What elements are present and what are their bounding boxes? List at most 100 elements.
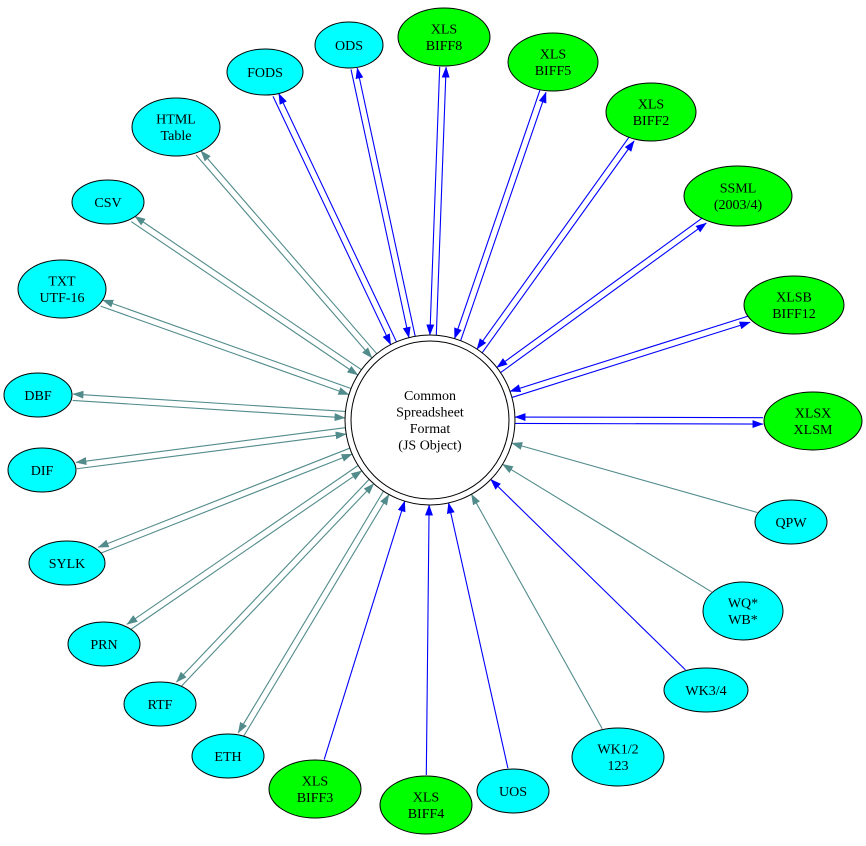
edge-prn-out <box>126 465 359 625</box>
edge-rtf-out <box>176 479 370 683</box>
edge-rtf-in <box>180 483 375 687</box>
node-xlsx-shape <box>763 391 863 451</box>
edge-xls-biff5-out <box>460 91 547 341</box>
node-dbf-shape <box>3 372 73 418</box>
label: QPW <box>775 516 807 531</box>
node-dif-shape <box>7 447 77 493</box>
node-rtf-shape <box>123 681 197 727</box>
edge-xlsx-out <box>514 420 764 429</box>
node-wk34-shape <box>663 667 749 713</box>
edge-wk34-in <box>490 479 686 671</box>
node-eth-shape <box>191 733 265 779</box>
node-xls-biff3-shape <box>268 759 362 819</box>
node-prn-shape <box>67 621 141 667</box>
edge-xls-biff4-in <box>425 504 433 776</box>
edge-uos-in <box>446 502 509 769</box>
edge-xls-biff2-in <box>476 136 630 350</box>
label: DIF <box>31 464 54 479</box>
edge-csv-in <box>130 221 359 376</box>
edge-ods-out <box>355 67 416 337</box>
node-dif: DIF <box>7 447 77 493</box>
edge-xlsb-out <box>511 321 751 398</box>
node-fods: FODS <box>226 48 304 96</box>
edge-xls-biff8-out <box>435 66 450 336</box>
edge-xls-biff8-in <box>426 66 441 336</box>
edge-txt-in <box>100 305 350 396</box>
label: WK3/4 <box>685 684 726 699</box>
edge-fods-out <box>278 93 397 343</box>
node-wk34: WK3/4 <box>663 667 749 713</box>
edge-eth-in <box>243 494 390 737</box>
edge-sylk-in <box>100 453 353 554</box>
label: WQ*WB* <box>728 597 758 629</box>
node-ssml: SSML(2003/4) <box>683 165 793 227</box>
edge-wq-wb-in <box>502 463 712 593</box>
label: PRN <box>90 638 117 653</box>
edge-dbf-out <box>72 390 346 412</box>
node-prn: PRN <box>67 621 141 667</box>
label: SSML(2003/4) <box>714 182 763 214</box>
center-inner-circle <box>350 340 510 500</box>
node-fods-shape <box>226 48 304 96</box>
node-xls-biff8-shape <box>397 7 491 67</box>
edge-xls-biff2-out <box>481 140 635 354</box>
center-outer-circle <box>344 334 516 506</box>
label: CSV <box>94 196 121 211</box>
node-ods: ODS <box>314 21 384 69</box>
node-xlsb-shape <box>743 275 845 335</box>
node-wq-wb-shape <box>702 581 784 641</box>
node-xls-biff4-shape <box>379 775 473 835</box>
edge-xlsb-in <box>509 315 749 392</box>
edge-wk12-in <box>470 493 603 730</box>
edge-eth-out <box>237 490 384 734</box>
edge-ssml-in <box>496 217 703 368</box>
label: DBF <box>24 389 51 404</box>
edge-dif-in <box>76 431 347 470</box>
edge-xls-biff3-in <box>323 500 406 760</box>
edge-xlsx-in <box>514 413 764 422</box>
edge-ods-in <box>350 69 411 339</box>
node-qpw: QPW <box>754 499 828 545</box>
node-dbf: DBF <box>3 372 73 418</box>
node-csv-shape <box>71 179 145 225</box>
label: FODS <box>247 66 283 81</box>
edge-sylk-out <box>97 447 350 548</box>
edge-fods-in <box>272 96 392 346</box>
edge-csv-out <box>134 215 362 371</box>
edge-dif-out <box>75 427 346 465</box>
node-rtf: RTF <box>123 681 197 727</box>
node-ssml-shape <box>683 165 793 227</box>
label: SYLK <box>49 557 86 572</box>
node-ods-shape <box>314 21 384 69</box>
node-sylk: SYLK <box>28 540 106 586</box>
node-wk12-shape <box>571 727 665 787</box>
node-csv: CSV <box>71 179 145 225</box>
edge-xls-biff5-in <box>454 90 541 340</box>
edges-layer <box>72 66 764 776</box>
edge-qpw-in <box>511 442 758 514</box>
node-xls-biff5-shape <box>507 32 599 92</box>
node-html-table-shape <box>131 97 221 157</box>
